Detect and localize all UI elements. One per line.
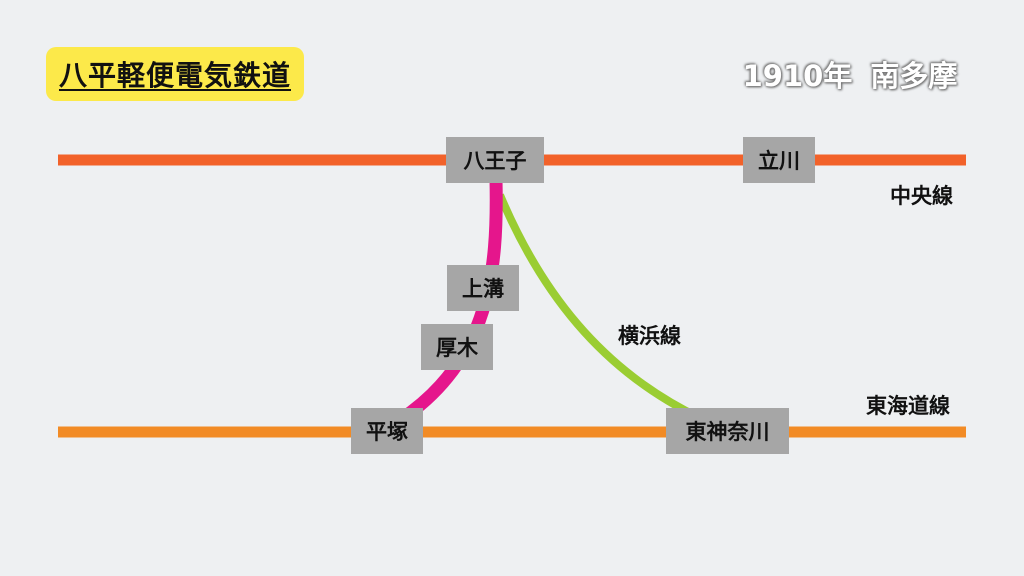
tokaido-line-label: 東海道線 xyxy=(866,394,950,418)
era-year: 1910年 xyxy=(742,59,853,93)
station-hachioji: 八王子 xyxy=(446,137,544,183)
station-higashikanagawa: 東神奈川 xyxy=(666,408,789,454)
era-caption: 1910年 南多摩 xyxy=(700,52,1000,96)
hachihira-line-track xyxy=(396,179,503,426)
station-hiratsuka: 平塚 xyxy=(351,408,423,454)
station-atsugi: 厚木 xyxy=(421,324,493,370)
yokohama-line-label: 横浜線 xyxy=(618,324,681,348)
title-badge: 八平軽便電気鉄道 xyxy=(46,47,304,101)
yokohama-line-track xyxy=(496,193,702,422)
station-tachikawa: 立川 xyxy=(743,137,815,183)
era-region: 南多摩 xyxy=(870,59,958,93)
map-title: 八平軽便電気鉄道 xyxy=(58,59,291,92)
chuo-line-label: 中央線 xyxy=(890,184,953,208)
station-kamimizo: 上溝 xyxy=(447,265,519,311)
